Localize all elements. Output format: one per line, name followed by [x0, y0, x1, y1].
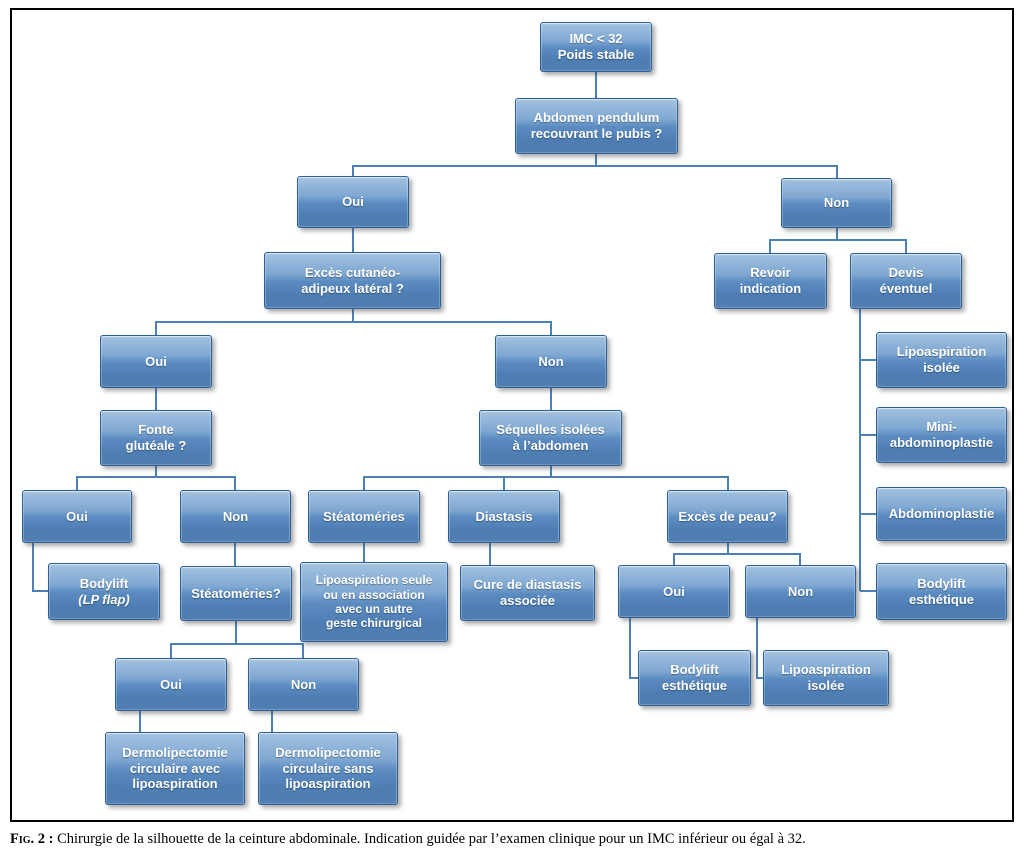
- node-bodylift-lp-flap-sublabel: (LP flap): [78, 591, 130, 607]
- node-dermolipectomie-avec-label: Dermolipectomie circulaire avec lipoaspi…: [122, 744, 228, 792]
- node-diastasis: Diastasis: [448, 490, 560, 543]
- node-revoir-indication: Revoir indication: [714, 253, 827, 309]
- node-abdomen-pendulum: Abdomen pendulum recouvrant le pubis ?: [515, 98, 678, 154]
- node-oui-pendulum-label: Oui: [342, 194, 364, 210]
- node-steatomeries-label: Stéatoméries: [323, 508, 405, 524]
- node-non-exces-lateral-label: Non: [538, 353, 564, 369]
- node-fonte-gluteale-label: Fonte glutéale ?: [125, 422, 187, 453]
- node-oui-exces-lateral-label: Oui: [145, 353, 167, 369]
- node-exces-de-peau: Excès de peau?: [667, 490, 788, 543]
- node-non-exces-peau-label: Non: [787, 583, 814, 599]
- node-lipoaspiration-isolee-gauche-label: Lipoaspiration isolée: [781, 662, 871, 693]
- node-lipoaspiration-seule: Lipoaspiration seule ou en association a…: [300, 562, 448, 642]
- node-non-steatomeries-label: Non: [290, 676, 317, 692]
- node-oui-exces-lateral: Oui: [100, 335, 212, 388]
- node-dermolipectomie-avec: Dermolipectomie circulaire avec lipoaspi…: [105, 732, 245, 805]
- node-fonte-gluteale: Fonte glutéale ?: [100, 410, 212, 466]
- node-exces-de-peau-label: Excès de peau?: [678, 508, 777, 524]
- node-non-pendulum: Non: [781, 178, 892, 228]
- node-lipoaspiration-seule-label: Lipoaspiration seule ou en association a…: [315, 573, 433, 631]
- node-devis-eventuel-label: Devis éventuel: [879, 265, 933, 296]
- node-oui-fonte: Oui: [22, 490, 132, 543]
- node-oui-exces-peau: Oui: [618, 565, 730, 618]
- figure-caption: Fig. 2 : Chirurgie de la silhouette de l…: [10, 831, 1014, 848]
- figure-caption-label: Fig. 2 :: [10, 831, 54, 847]
- node-lipoaspiration-isolee-droite-label: Lipoaspiration isolée: [896, 344, 987, 375]
- node-exces-cutaneo-label: Excès cutanéo- adipeux latéral ?: [301, 264, 404, 296]
- node-non-exces-lateral: Non: [495, 335, 607, 388]
- node-exces-cutaneo: Excès cutanéo- adipeux latéral ?: [264, 252, 441, 309]
- node-steatomeries-question: Stéatoméries?: [180, 566, 292, 621]
- node-oui-steatomeries-label: Oui: [160, 676, 182, 692]
- node-bodylift-lp-flap: Bodylift (LP flap): [48, 563, 160, 620]
- figure-caption-text: Chirurgie de la silhouette de la ceintur…: [57, 831, 806, 847]
- node-imc-label: IMC < 32 Poids stable: [557, 31, 635, 62]
- node-sequelles-isolees-label: Séquelles isolées à l’abdomen: [496, 422, 605, 453]
- node-oui-exces-peau-label: Oui: [663, 583, 685, 599]
- node-steatomeries-question-label: Stéatoméries?: [191, 585, 281, 601]
- node-steatomeries: Stéatoméries: [308, 490, 420, 543]
- node-mini-abdominoplastie-label: Mini- abdominoplastie: [889, 419, 994, 450]
- node-diastasis-label: Diastasis: [475, 508, 533, 524]
- node-bodylift-esthetique-gauche-label: Bodylift esthétique: [661, 662, 727, 693]
- node-lipoaspiration-isolee-gauche: Lipoaspiration isolée: [763, 650, 889, 706]
- node-dermolipectomie-sans: Dermolipectomie circulaire sans lipoaspi…: [258, 732, 398, 805]
- node-imc: IMC < 32 Poids stable: [540, 22, 652, 72]
- node-dermolipectomie-sans-label: Dermolipectomie circulaire sans lipoaspi…: [275, 744, 381, 792]
- node-mini-abdominoplastie: Mini- abdominoplastie: [876, 407, 1007, 463]
- node-non-pendulum-label: Non: [823, 195, 850, 211]
- node-bodylift-esthetique-droit: Bodylift esthétique: [876, 563, 1007, 620]
- node-sequelles-isolees: Séquelles isolées à l’abdomen: [479, 410, 622, 466]
- node-cure-diastasis: Cure de diastasis associée: [460, 565, 595, 621]
- node-revoir-indication-label: Revoir indication: [739, 265, 802, 296]
- node-bodylift-lp-flap-label: Bodylift: [79, 575, 129, 591]
- node-non-exces-peau: Non: [745, 565, 856, 618]
- node-oui-fonte-label: Oui: [66, 508, 88, 524]
- node-cure-diastasis-label: Cure de diastasis associée: [473, 577, 582, 608]
- node-oui-steatomeries: Oui: [115, 658, 227, 711]
- node-non-steatomeries: Non: [248, 658, 359, 711]
- node-bodylift-esthetique-droit-label: Bodylift esthétique: [908, 575, 974, 607]
- node-non-fonte-label: Non: [222, 508, 249, 524]
- node-abdomen-pendulum-label: Abdomen pendulum recouvrant le pubis ?: [530, 110, 663, 141]
- node-abdominoplastie: Abdominoplastie: [876, 487, 1007, 541]
- node-lipoaspiration-isolee-droite: Lipoaspiration isolée: [876, 332, 1007, 388]
- node-oui-pendulum: Oui: [297, 176, 409, 228]
- node-bodylift-esthetique-gauche: Bodylift esthétique: [638, 650, 751, 706]
- node-abdominoplastie-label: Abdominoplastie: [888, 506, 995, 522]
- node-non-fonte: Non: [180, 490, 291, 543]
- node-devis-eventuel: Devis éventuel: [850, 253, 962, 309]
